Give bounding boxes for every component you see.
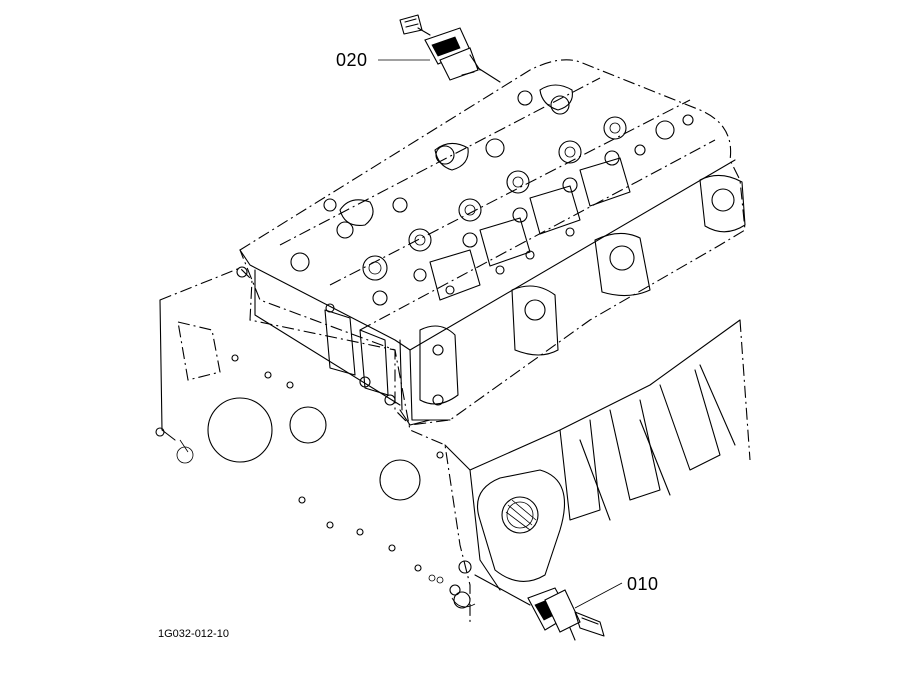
part-010-sensor (474, 574, 605, 641)
leader-line-010 (574, 582, 623, 609)
callout-label-020: 020 (336, 50, 368, 70)
callout-label-010: 010 (627, 574, 659, 594)
drawing-id-label: 1G032-012-10 (158, 628, 229, 640)
cylinder-head (236, 59, 746, 426)
engine-block (155, 267, 751, 625)
part-020-sensor (399, 14, 501, 83)
